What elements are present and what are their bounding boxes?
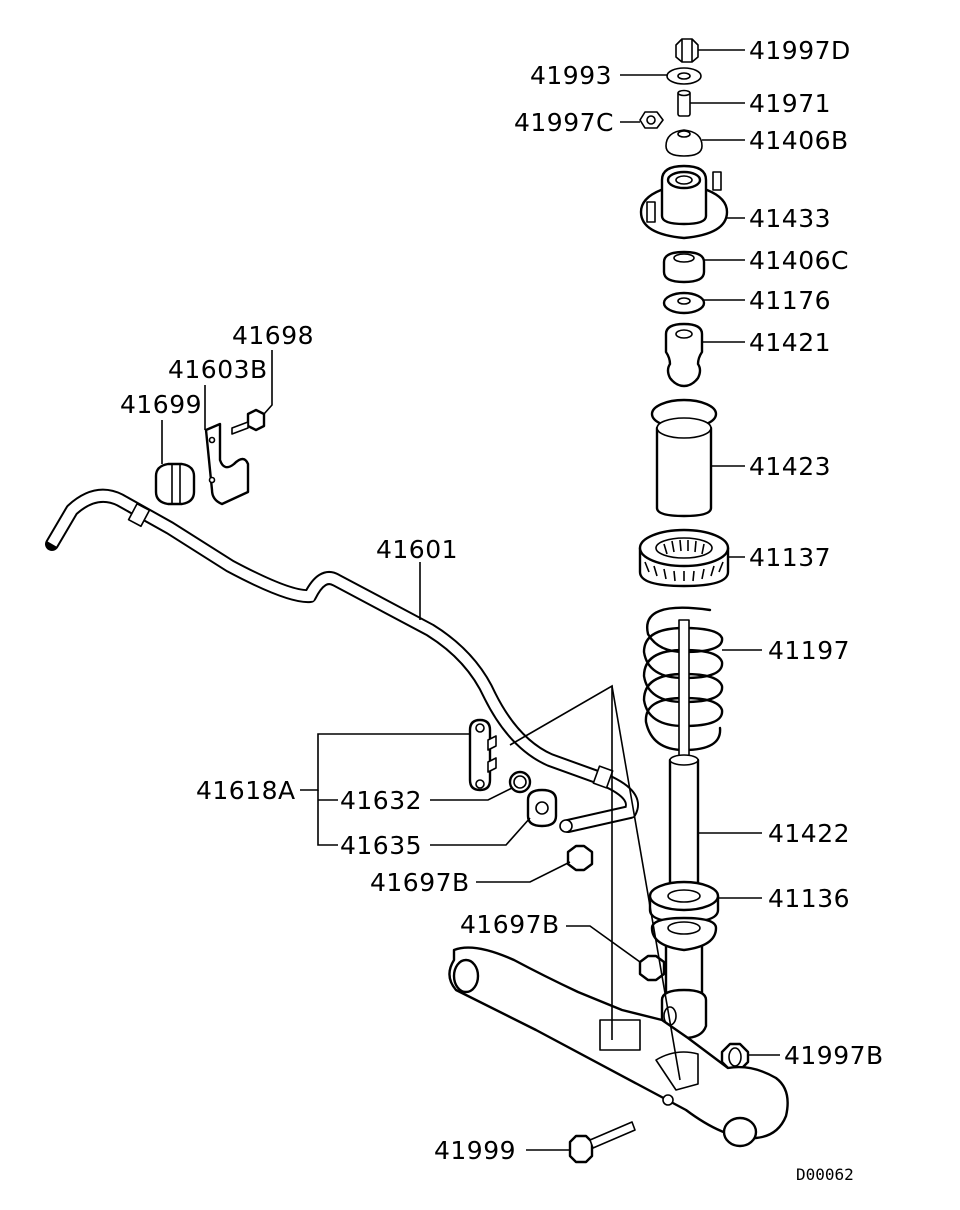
label-41697B-upper: 41697B — [460, 910, 560, 939]
label-41421: 41421 — [749, 328, 831, 357]
label-41997B: 41997B — [784, 1041, 884, 1070]
label-41697B-lower: 41697B — [370, 868, 470, 897]
part-41997C-nut — [639, 111, 664, 129]
label-41999: 41999 — [434, 1136, 516, 1165]
part-41997D-nut — [675, 38, 699, 63]
label-41635: 41635 — [340, 831, 422, 860]
label-41176: 41176 — [749, 286, 831, 315]
leader-lines — [161, 49, 780, 1151]
part-41433-strut-mount — [639, 164, 729, 240]
part-41618A-stabilizer-link — [468, 718, 497, 792]
label-41618A: 41618A — [196, 776, 296, 805]
part-41632-ring — [508, 770, 532, 794]
part-41406B-bushing — [665, 129, 703, 157]
label-41603B: 41603B — [168, 355, 268, 384]
label-41997D: 41997D — [749, 36, 851, 65]
part-41993-washer — [666, 67, 702, 85]
label-41423: 41423 — [749, 452, 831, 481]
part-41698-bolt — [231, 408, 266, 435]
label-41997C: 41997C — [514, 108, 614, 137]
label-41699: 41699 — [120, 390, 202, 419]
label-41971: 41971 — [749, 89, 831, 118]
part-labels: 41997D 41993 41971 41997C 41406B 41433 4… — [120, 36, 884, 1184]
label-41993: 41993 — [530, 61, 612, 90]
part-41406C-bushing — [662, 250, 706, 284]
part-41697B-nut-left — [566, 844, 594, 872]
diagram-code: D00062 — [796, 1165, 854, 1184]
part-41971-collar — [677, 89, 691, 117]
part-41136-spring-seat — [648, 880, 720, 952]
part-41635-bushing — [526, 788, 558, 828]
label-41601: 41601 — [376, 535, 458, 564]
label-41136: 41136 — [768, 884, 850, 913]
part-41422-shock-absorber — [660, 619, 708, 1040]
part-41137-spring-pad — [638, 528, 730, 588]
label-41406C: 41406C — [749, 246, 849, 275]
part-41423-dust-cover — [650, 398, 718, 518]
part-41699-bushing — [154, 462, 196, 506]
label-41422: 41422 — [768, 819, 850, 848]
part-41697B-nut-middle — [638, 954, 666, 982]
part-41601-stabilizer-bar — [45, 488, 639, 833]
label-41698: 41698 — [232, 321, 314, 350]
part-41603B-bracket — [204, 422, 250, 506]
part-41197-coil-spring — [642, 606, 724, 752]
label-41433: 41433 — [749, 204, 831, 233]
label-41632: 41632 — [340, 786, 422, 815]
part-41421-bump-stopper — [664, 322, 704, 388]
label-41406B: 41406B — [749, 126, 849, 155]
label-41197: 41197 — [768, 636, 850, 665]
label-41137: 41137 — [749, 543, 831, 572]
lower-control-arm — [448, 946, 789, 1148]
part-41999-bolt — [568, 1121, 636, 1164]
part-41176-washer — [662, 291, 706, 315]
